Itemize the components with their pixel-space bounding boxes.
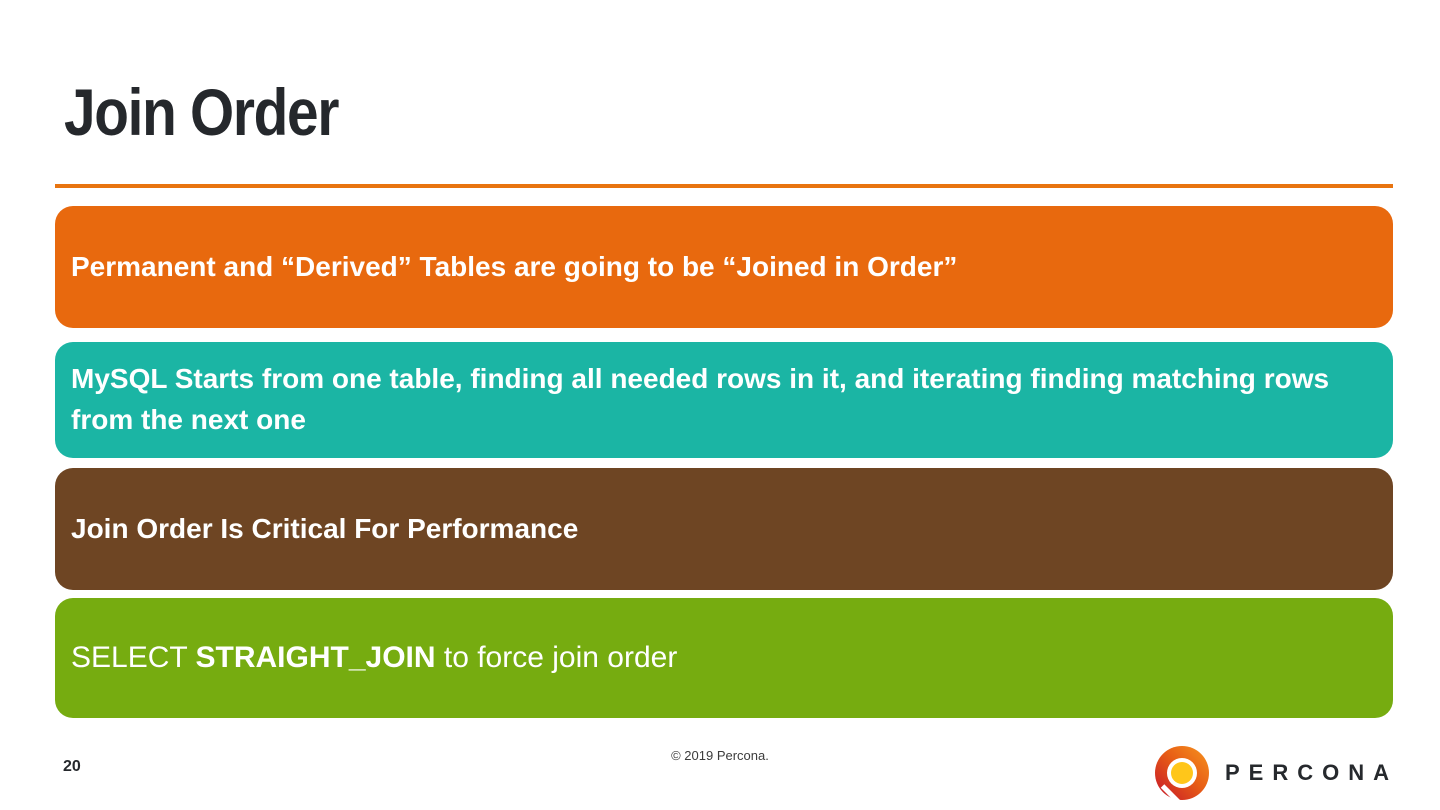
bullet-box-mysql-starts: MySQL Starts from one table, finding all… <box>55 342 1393 458</box>
bullet-text: Join Order Is Critical For Performance <box>71 512 579 544</box>
percona-logo-text: PERCONA <box>1224 760 1398 785</box>
bullet-text-prefix: SELECT <box>71 641 196 675</box>
bullet-text: Permanent and “Derived” Tables are going… <box>71 250 958 282</box>
bullet-text: SELECT STRAIGHT_JOIN to force join order <box>71 636 677 680</box>
bullet-text-suffix: to force join order <box>435 641 678 675</box>
bullet-text-keyword: STRAIGHT_JOIN <box>195 641 436 675</box>
bullet-box-permanent-derived: Permanent and “Derived” Tables are going… <box>55 206 1393 328</box>
percona-logo-icon <box>1154 746 1209 805</box>
bullet-box-straight-join: SELECT STRAIGHT_JOIN to force join order <box>55 598 1393 718</box>
copyright-text: © 2019 Percona. <box>671 748 769 763</box>
bullet-box-join-order-critical: Join Order Is Critical For Performance <box>55 468 1393 590</box>
title-underline <box>55 184 1393 188</box>
percona-logo: PERCONA <box>1154 745 1398 805</box>
page-number: 20 <box>63 758 81 775</box>
bullet-text: MySQL Starts from one table, finding all… <box>71 363 1330 435</box>
logo-dot <box>1170 762 1193 784</box>
page-title: Join Order <box>64 75 339 149</box>
